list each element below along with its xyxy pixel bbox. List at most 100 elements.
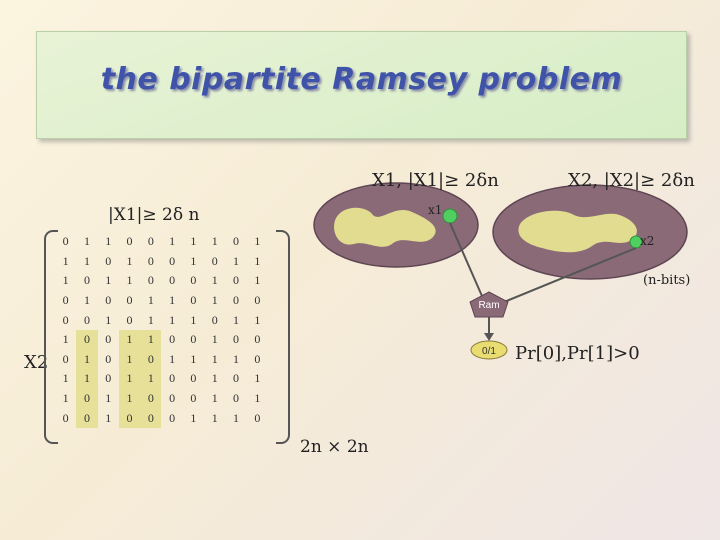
matrix-left-bracket [44,230,58,444]
matrix-cell: 0 [105,332,112,347]
matrix-cell: 1 [254,371,261,386]
matrix-cell: 0 [233,332,240,347]
matrix-cell: 1 [211,273,218,288]
matrix-cell: 1 [254,273,261,288]
matrix-cell: 0 [190,273,197,288]
arrowhead-output [484,333,494,341]
matrix-cell: 1 [105,273,112,288]
matrix-cell: 0 [233,234,240,249]
matrix-cell: 1 [118,329,141,350]
matrix-cell: 1 [62,273,69,288]
matrix-cell: 1 [169,293,176,308]
matrix-cell: 1 [169,351,176,366]
ram-node [469,291,509,318]
matrix-cell: 0 [169,391,176,406]
matrix-cell: 1 [169,234,176,249]
matrix-cell: 0 [76,329,98,350]
x1-point-label: x1 [428,203,443,217]
matrix-cell: 0 [105,293,112,308]
matrix-cell: 1 [211,293,218,308]
x1-point [442,208,458,224]
x2-set-label: X2, |X2|≥ 2δn [568,170,695,191]
matrix-cell: 1 [118,349,141,370]
matrix-cell: 1 [190,351,197,366]
matrix-cell: 1 [211,332,218,347]
matrix-cell: 0 [126,293,133,308]
x1-set-blob [334,207,436,247]
matrix-cell: 0 [254,410,261,425]
matrix-cell: 1 [211,351,218,366]
matrix-cell: 1 [211,234,218,249]
matrix-cell: 0 [254,351,261,366]
matrix-cell: 1 [190,410,197,425]
matrix-cell: 1 [105,234,112,249]
x2-set-blob [518,210,637,253]
matrix-cell: 0 [105,371,112,386]
matrix-cell: 1 [147,293,154,308]
matrix-cell: 1 [254,391,261,406]
matrix-cell: 1 [140,329,162,350]
arrow-x2-to-ram [503,247,637,303]
matrix-cell: 0 [118,408,141,428]
matrix-cell: 1 [83,234,90,249]
matrix-cell: 0 [62,234,69,249]
matrix-cell: 0 [190,391,197,406]
matrix-cell: 0 [169,410,176,425]
matrix-cell: 1 [190,234,197,249]
matrix-cell: 1 [211,410,218,425]
matrix-cell: 0 [62,312,69,327]
matrix-cell: 1 [76,369,98,389]
probability-label: Pr[0],Pr[1]>0 [515,343,640,364]
matrix-cell: 0 [62,351,69,366]
matrix-cell: 0 [76,408,98,428]
x1-set-label: X1, |X1|≥ 2δn [372,170,499,191]
matrix-cell: 0 [254,293,261,308]
matrix-cell: 1 [62,371,69,386]
nbits-label: (n-bits) [643,273,691,288]
matrix-cell: 1 [254,234,261,249]
matrix-cell: 1 [76,349,98,370]
matrix-cell: 1 [126,273,133,288]
matrix-cell: 1 [83,253,90,268]
matrix-cell: 0 [211,253,218,268]
matrix-cell: 1 [126,253,133,268]
matrix-cell: 1 [233,253,240,268]
matrix-cell: 0 [190,332,197,347]
matrix-cell: 0 [126,312,133,327]
matrix-cell: 0 [169,332,176,347]
matrix-right-bracket [276,230,290,444]
matrix-cell: 0 [211,312,218,327]
matrix-cell: 1 [254,253,261,268]
matrix-dimensions-label: 2n × 2n [300,437,369,457]
matrix-cell: 0 [76,388,98,409]
matrix-cell: 1 [62,391,69,406]
matrix-cell: 0 [147,273,154,288]
matrix-cell: 0 [140,388,162,409]
x2-point-label: x2 [640,234,655,248]
matrix-cell: 1 [118,369,141,389]
matrix-cell: 0 [126,234,133,249]
matrix-cell: 0 [169,371,176,386]
matrix-cell: 0 [233,391,240,406]
matrix-cell: 0 [254,332,261,347]
matrix-cell: 0 [169,273,176,288]
matrix-cell: 0 [233,273,240,288]
matrix-cell: 1 [83,293,90,308]
matrix-cell: 0 [62,293,69,308]
matrix-cell: 0 [62,410,69,425]
matrix-cell: 1 [233,312,240,327]
matrix-cell: 1 [233,410,240,425]
matrix-cell: 0 [140,349,162,370]
matrix-cell: 1 [105,391,112,406]
matrix-cell: 1 [105,410,112,425]
matrix-cell: 0 [190,293,197,308]
ram-label: Ram [478,300,499,311]
matrix-cell: 1 [211,371,218,386]
matrix-cell: 1 [62,332,69,347]
matrix-cell: 0 [233,293,240,308]
matrix-cell: 0 [190,371,197,386]
matrix-cell: 0 [83,273,90,288]
matrix-cell: 0 [147,234,154,249]
matrix-cell: 1 [62,253,69,268]
